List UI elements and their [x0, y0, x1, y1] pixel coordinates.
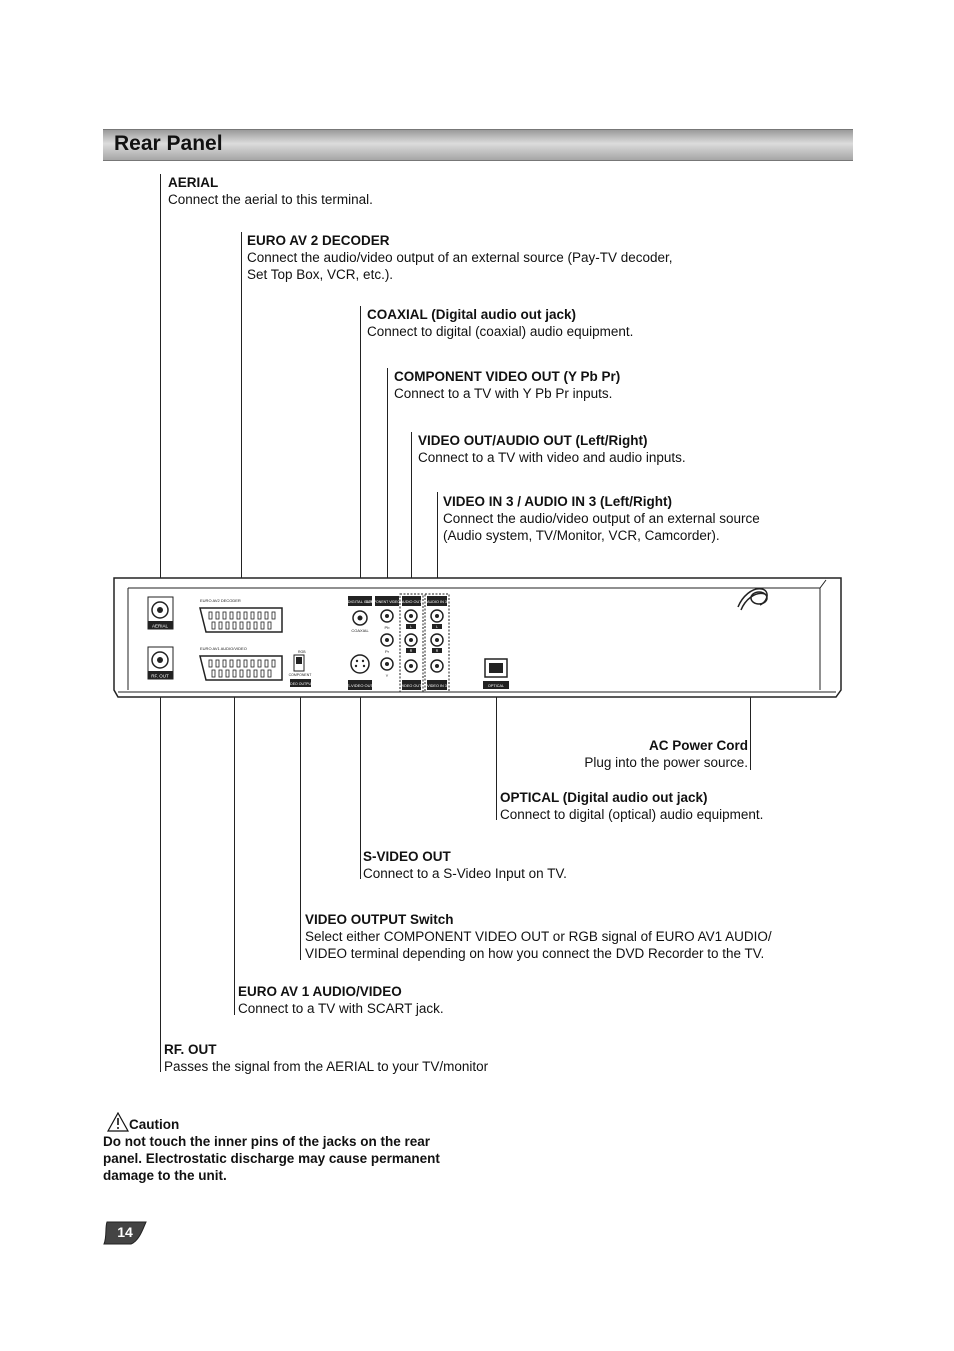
panel-rgb-label: RGB — [298, 650, 306, 654]
warning-icon — [107, 1112, 129, 1132]
section-header: Rear Panel — [103, 129, 853, 161]
label-optical: OPTICAL (Digital audio out jack) Connect… — [500, 789, 763, 823]
label-optical-desc: Connect to digital (optical) audio equip… — [500, 807, 764, 822]
label-svideo: S-VIDEO OUT Connect to a S-Video Input o… — [363, 848, 567, 882]
label-component-title: COMPONENT VIDEO OUT (Y Pb Pr) — [394, 369, 621, 384]
panel-optical-label: OPTICAL — [488, 684, 504, 688]
leader-video-output-switch — [300, 688, 301, 960]
panel-audio-in3-l: L — [436, 625, 438, 629]
panel-video-output-label: VIDEO OUTPUT — [287, 682, 314, 686]
panel-audio-in3-r: R — [436, 649, 439, 653]
label-video-in3-desc-1: Connect the audio/video output of an ext… — [443, 511, 760, 526]
panel-video-in3-label: VIDEO IN 3 — [427, 684, 447, 688]
panel-audio-out-label: AUDIO OUT — [400, 600, 422, 604]
leader-coaxial — [360, 306, 361, 596]
page-number-badge: 14 — [103, 1221, 147, 1245]
panel-y-label: Y — [386, 673, 389, 678]
label-euro-av1-title: EURO AV 1 AUDIO/VIDEO — [238, 984, 402, 999]
caution-line-1: Do not touch the inner pins of the jacks… — [103, 1134, 431, 1149]
ac-power-cord — [737, 588, 768, 611]
label-ac-power: AC Power Cord Plug into the power source… — [548, 737, 748, 771]
label-euro-av2-desc-1: Connect the audio/video output of an ext… — [247, 250, 673, 265]
panel-euro-av1-label: EURO AV1 AUDIO/VIDEO — [200, 646, 247, 651]
label-rf-out-title: RF. OUT — [164, 1042, 217, 1057]
panel-audio-out-l: L — [410, 625, 412, 629]
component-jacks: COMPONENT VIDEO OUT Pb Pr Y — [366, 596, 410, 678]
panel-audio-in3-label: AUDIO IN 3 — [427, 600, 447, 604]
panel-pr-label: Pr — [385, 649, 390, 654]
page-number: 14 — [117, 1224, 133, 1240]
chassis-inner — [127, 579, 827, 690]
panel-aerial-label: AERIAL — [152, 624, 169, 629]
label-aerial-desc: Connect the aerial to this terminal. — [168, 192, 373, 207]
section-title: Rear Panel — [114, 132, 223, 155]
svideo-jack: S-VIDEO OUT — [347, 654, 374, 690]
label-aerial: AERIAL Connect the aerial to this termin… — [168, 174, 373, 208]
leader-ac-power — [750, 605, 751, 770]
label-aerial-title: AERIAL — [168, 175, 219, 190]
leader-aerial — [160, 174, 161, 599]
rf-out-jack: RF. OUT — [147, 646, 174, 680]
audio-video-out-jacks: AUDIO OUT L R VIDEO OUT — [399, 593, 424, 693]
caution-line-2: panel. Electrostatic discharge may cause… — [103, 1151, 440, 1166]
label-video-output-switch: VIDEO OUTPUT Switch Select either COMPON… — [305, 911, 772, 962]
panel-coaxial-label: COAXIAL — [351, 628, 369, 633]
leader-video-in3 — [437, 492, 438, 596]
caution-title: Caution — [129, 1117, 180, 1132]
audio-video-in3-jacks: AUDIO IN 3 L R VIDEO IN 3 — [424, 593, 450, 693]
label-video-output-switch-desc-2: VIDEO terminal depending on how you conn… — [305, 946, 765, 961]
caution-line-3: damage to the unit. — [103, 1168, 227, 1183]
label-video-in3-title: VIDEO IN 3 / AUDIO IN 3 (Left/Right) — [443, 494, 673, 509]
leader-svideo — [360, 692, 361, 879]
label-optical-title: OPTICAL (Digital audio out jack) — [500, 790, 708, 805]
panel-digital-out-label: DIGITAL OUT — [348, 599, 373, 604]
panel-audio-out-r: R — [410, 649, 413, 653]
label-video-in3: VIDEO IN 3 / AUDIO IN 3 (Left/Right) Con… — [443, 493, 760, 544]
label-video-audio-out-desc: Connect to a TV with video and audio inp… — [418, 450, 686, 465]
leader-rf-out — [160, 676, 161, 1072]
label-video-audio-out: VIDEO OUT/AUDIO OUT (Left/Right) Connect… — [418, 432, 686, 466]
video-output-switch: RGB COMPONENT VIDEO OUTPUT — [287, 650, 314, 687]
label-euro-av1: EURO AV 1 AUDIO/VIDEO Connect to a TV wi… — [238, 983, 444, 1017]
euro-av1-scart: EURO AV1 AUDIO/VIDEO — [199, 646, 283, 681]
coaxial-jack: DIGITAL OUT COAXIAL — [348, 596, 373, 633]
label-ac-power-title: AC Power Cord — [648, 738, 748, 753]
label-rf-out-desc: Passes the signal from the AERIAL to you… — [164, 1059, 489, 1074]
page-badge-shape — [103, 1221, 147, 1245]
optical-jack: OPTICAL — [483, 658, 509, 689]
label-video-output-switch-desc-1: Select either COMPONENT VIDEO OUT or RGB… — [305, 929, 772, 944]
panel-svideo-out-label: S-VIDEO OUT — [347, 683, 374, 688]
panel-video-out-label: VIDEO OUT — [401, 684, 423, 688]
label-euro-av2-title: EURO AV 2 DECODER — [247, 233, 390, 248]
leader-euro-av2 — [241, 232, 242, 610]
label-svideo-desc: Connect to a S-Video Input on TV. — [363, 866, 567, 881]
label-video-output-switch-title: VIDEO OUTPUT Switch — [305, 912, 454, 927]
leader-video-audio-out — [411, 432, 412, 596]
label-component-desc: Connect to a TV with Y Pb Pr inputs. — [394, 386, 613, 401]
label-euro-av1-desc: Connect to a TV with SCART jack. — [238, 1001, 444, 1016]
leader-euro-av1 — [234, 680, 235, 1015]
panel-euro-av2-label: EURO AV2 DECODER — [200, 598, 241, 603]
aerial-jack: AERIAL — [147, 596, 174, 630]
label-video-audio-out-title: VIDEO OUT/AUDIO OUT (Left/Right) — [418, 433, 648, 448]
label-euro-av2: EURO AV 2 DECODER Connect the audio/vide… — [247, 232, 673, 283]
panel-component-label: COMPONENT — [289, 673, 313, 677]
label-euro-av2-desc-2: Set Top Box, VCR, etc.). — [247, 267, 394, 282]
leader-component — [387, 368, 388, 596]
panel-pb-label: Pb — [385, 625, 391, 630]
leader-optical — [496, 690, 497, 820]
label-rf-out: RF. OUT Passes the signal from the AERIA… — [164, 1041, 488, 1075]
label-coaxial: COAXIAL (Digital audio out jack) Connect… — [367, 306, 633, 340]
label-svideo-title: S-VIDEO OUT — [363, 849, 451, 864]
panel-component-video-out-label: COMPONENT VIDEO OUT — [366, 600, 410, 604]
label-coaxial-title: COAXIAL (Digital audio out jack) — [367, 307, 577, 322]
label-component: COMPONENT VIDEO OUT (Y Pb Pr) Connect to… — [394, 368, 620, 402]
label-coaxial-desc: Connect to digital (coaxial) audio equip… — [367, 324, 634, 339]
label-ac-power-desc: Plug into the power source. — [584, 755, 748, 770]
label-video-in3-desc-2: (Audio system, TV/Monitor, VCR, Camcorde… — [443, 528, 720, 543]
chassis-outline — [113, 577, 842, 698]
caution-block: Caution Do not touch the inner pins of t… — [103, 1112, 440, 1184]
